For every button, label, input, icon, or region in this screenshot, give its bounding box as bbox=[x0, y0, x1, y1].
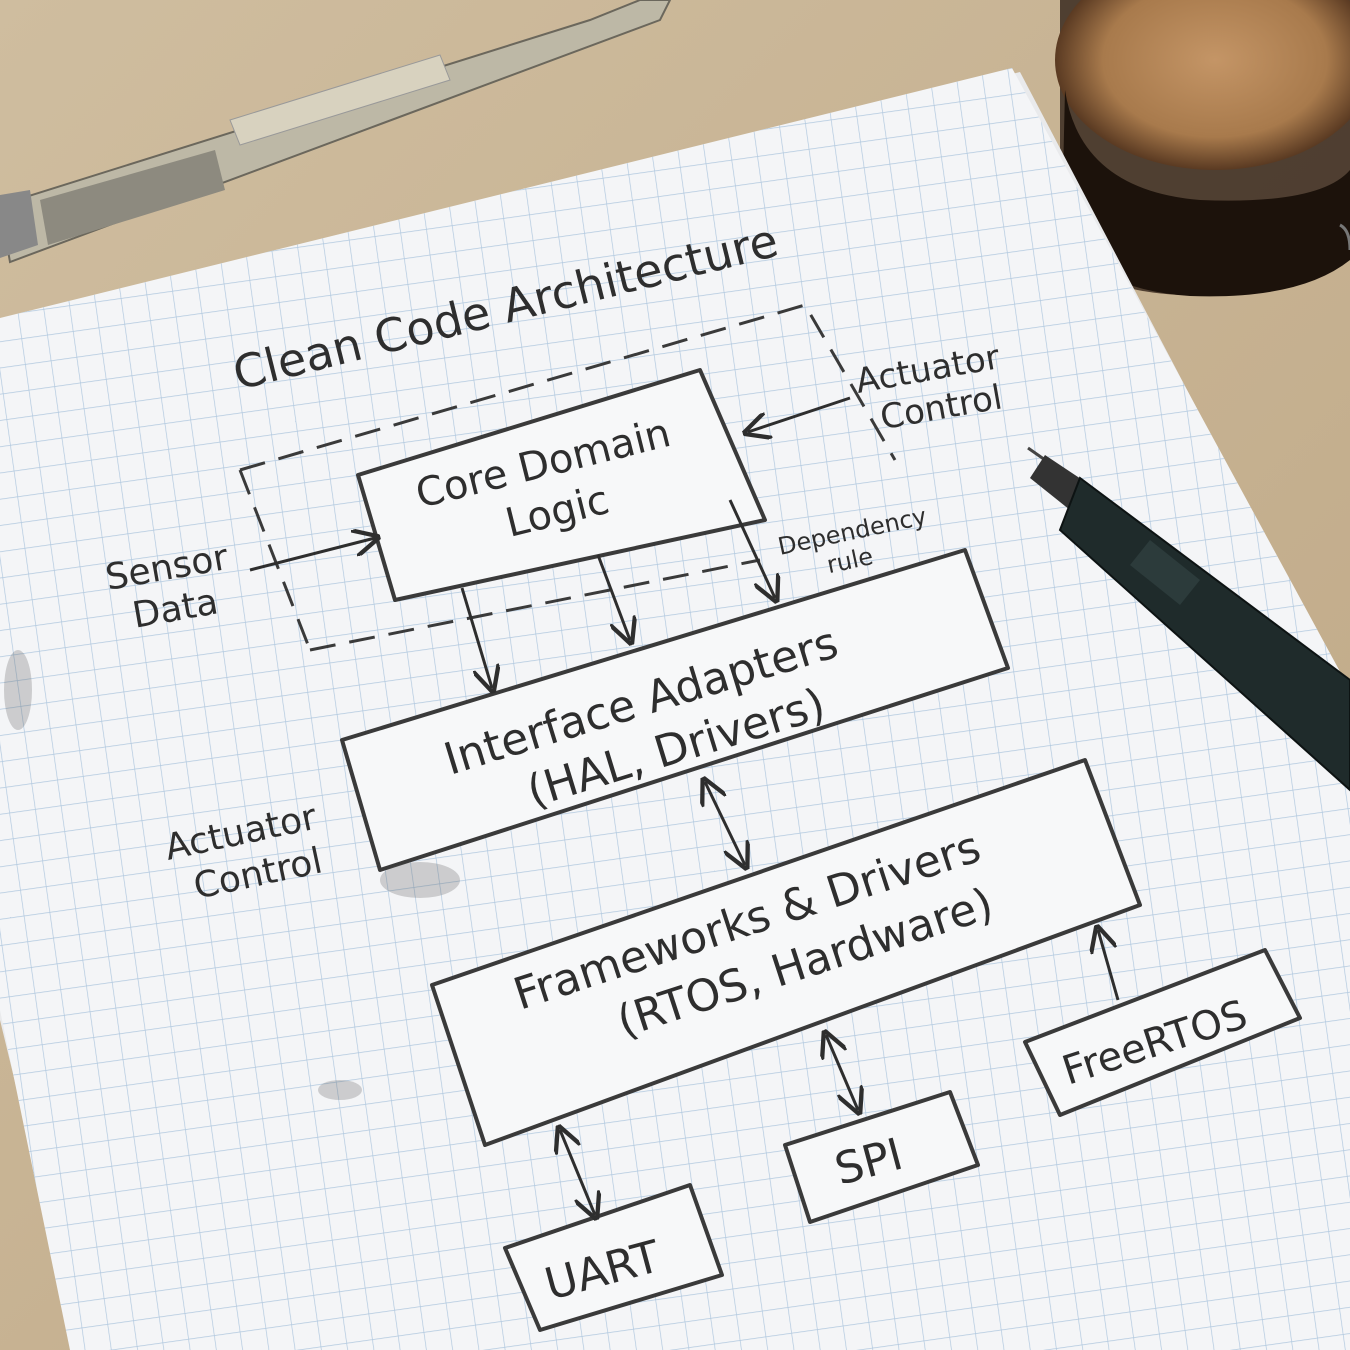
scene: Clean Code Architecture Core Domain Logi… bbox=[0, 0, 1350, 1350]
